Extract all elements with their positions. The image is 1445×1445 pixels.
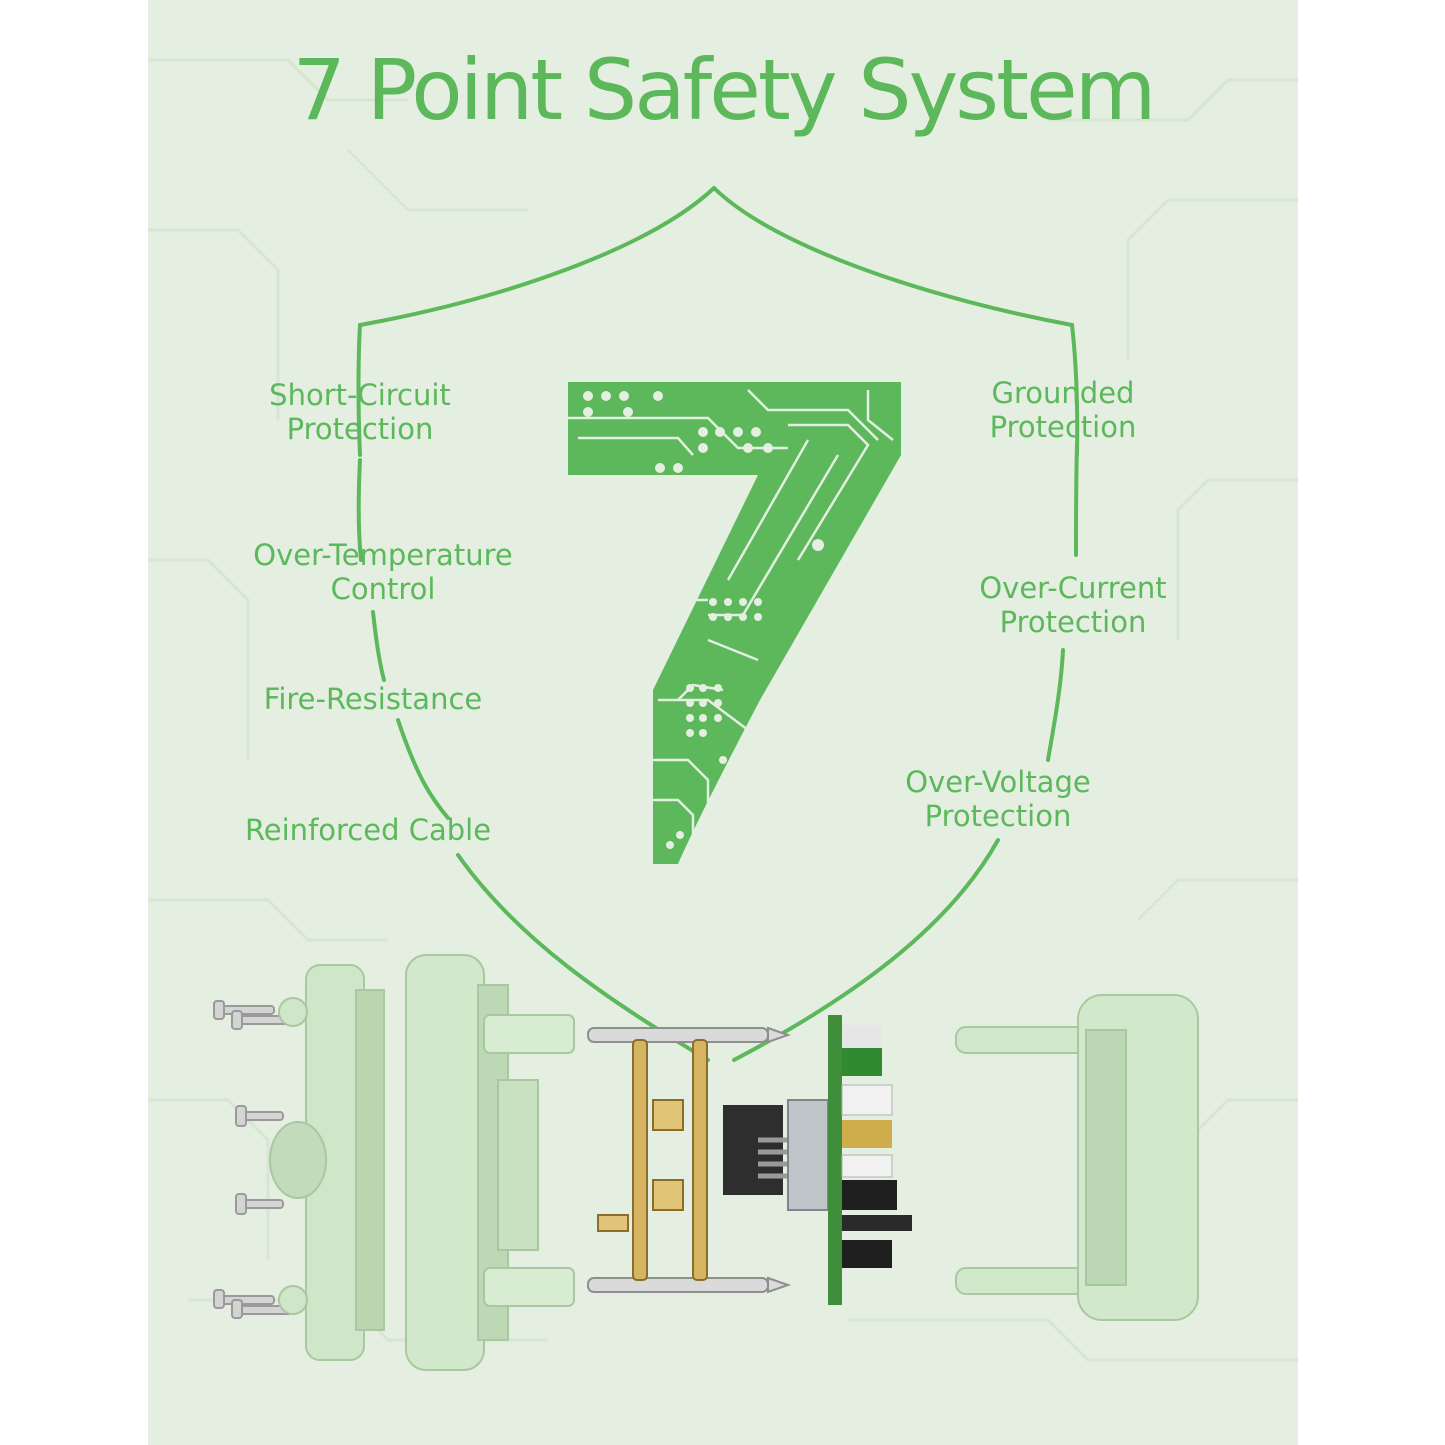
safety-poster: 7 Point Safety System Short-Circuit Prot… (148, 0, 1298, 1445)
feature-short-circuit: Short-Circuit Protection (269, 378, 451, 446)
feature-fire-resistance: Fire-Resistance (263, 682, 483, 716)
circuit-board (828, 1015, 912, 1305)
front-shell (405, 954, 575, 1371)
feature-grounded: Grounded Protection (989, 376, 1137, 444)
page-title: 7 Point Safety System (292, 41, 1156, 139)
brass-contacts (597, 1039, 708, 1281)
screws (213, 1000, 293, 1319)
feature-reinforced-cable: Reinforced Cable (244, 813, 492, 847)
seven-circuit-icon (568, 382, 901, 864)
feature-over-voltage: Over-Voltage Protection (905, 765, 1091, 833)
feature-over-current: Over-Current Protection (979, 571, 1167, 639)
exploded-plug-adapter-icon (213, 954, 1199, 1371)
feature-over-temperature: Over-Temperature Control (253, 538, 513, 606)
right-housing (955, 994, 1199, 1321)
metal-pins (587, 1026, 792, 1294)
back-plate (269, 964, 385, 1361)
switch-spring (723, 1099, 829, 1211)
